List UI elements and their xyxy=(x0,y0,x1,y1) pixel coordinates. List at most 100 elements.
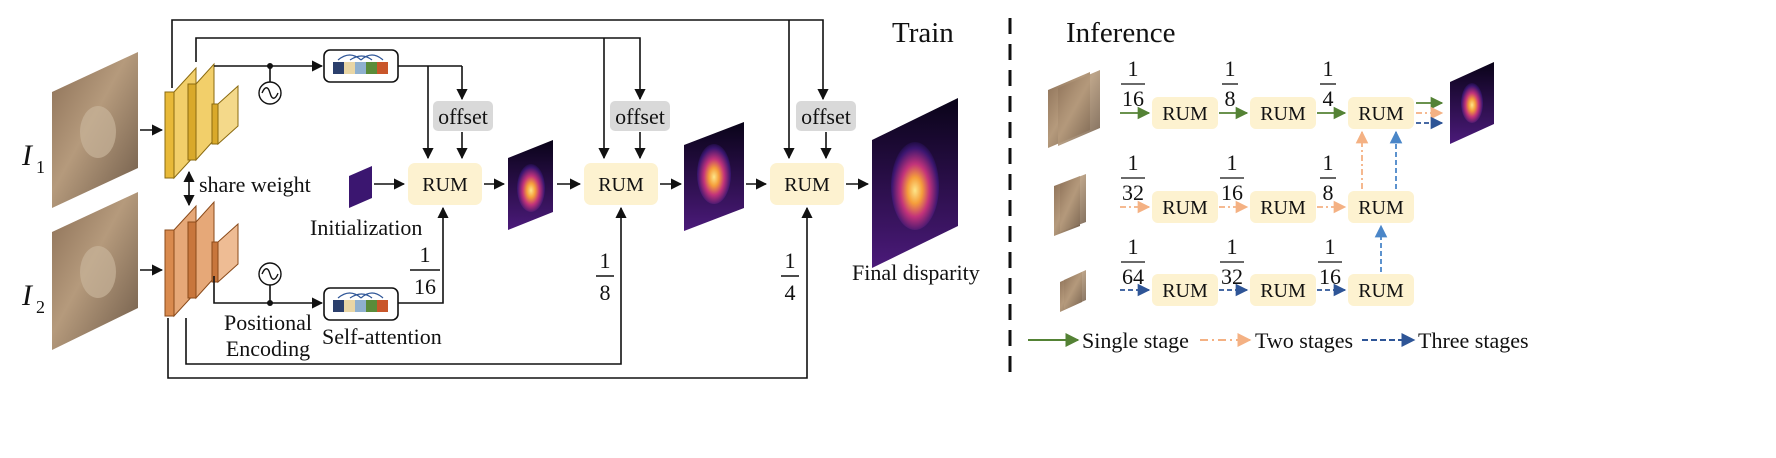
svg-text:offset: offset xyxy=(438,104,488,129)
svg-text:RUM: RUM xyxy=(784,174,830,196)
svg-text:1: 1 xyxy=(1227,234,1238,259)
svg-text:I: I xyxy=(21,279,34,312)
svg-text:offset: offset xyxy=(801,104,851,129)
svg-text:4: 4 xyxy=(1323,86,1334,111)
svg-text:Three stages: Three stages xyxy=(1418,328,1529,353)
svg-text:RUM: RUM xyxy=(1358,103,1404,125)
initialization-map xyxy=(349,166,372,208)
inference-input-row-3 xyxy=(1060,270,1086,312)
input-image-1 xyxy=(52,52,138,208)
inference-fraction-r2-2: 116 xyxy=(1220,150,1244,205)
svg-text:16: 16 xyxy=(1221,180,1243,205)
svg-text:1: 1 xyxy=(1323,56,1334,81)
legend-two-stages: Two stages xyxy=(1200,328,1353,353)
svg-text:1: 1 xyxy=(420,242,431,267)
encoder1-skip-lines xyxy=(171,19,829,160)
final-disparity-map xyxy=(872,98,958,268)
inference-rum-r3c1: RUM xyxy=(1152,274,1218,306)
input-label-1: I 1 xyxy=(21,139,45,177)
svg-text:RUM: RUM xyxy=(598,174,644,196)
inference-rum-r1c2: RUM xyxy=(1250,97,1316,129)
disparity-map-2 xyxy=(684,122,744,231)
inference-fraction-r3-3: 116 xyxy=(1318,234,1342,289)
encoder2-lines xyxy=(167,206,813,379)
junction-dot xyxy=(267,300,273,306)
svg-text:Two stages: Two stages xyxy=(1255,328,1353,353)
svg-text:RUM: RUM xyxy=(422,174,468,196)
inference-fraction-r2-3: 18 xyxy=(1320,150,1336,205)
svg-text:RUM: RUM xyxy=(1162,197,1208,219)
train-fraction-1-4: 1 4 xyxy=(781,248,799,305)
svg-text:RUM: RUM xyxy=(1260,103,1306,125)
rum-block-2: RUM xyxy=(584,163,658,205)
inference-rum-r1c3: RUM xyxy=(1348,97,1414,129)
rum-block-3: RUM xyxy=(770,163,844,205)
svg-text:Single stage: Single stage xyxy=(1082,328,1189,353)
offset-box-3: offset xyxy=(796,101,856,131)
svg-text:1: 1 xyxy=(600,248,611,273)
inference-rum-r2c1: RUM xyxy=(1152,191,1218,223)
svg-text:Positional: Positional xyxy=(224,310,312,335)
junction-dot xyxy=(267,63,273,69)
inference-rum-r2c3: RUM xyxy=(1348,191,1414,223)
svg-text:RUM: RUM xyxy=(1358,280,1404,302)
encoder-2 xyxy=(164,200,239,318)
svg-text:Encoding: Encoding xyxy=(226,336,310,361)
inference-title: Inference xyxy=(1066,17,1175,49)
inference-row2-arrows xyxy=(1120,130,1369,214)
inference-rum-r2c2: RUM xyxy=(1250,191,1316,223)
svg-text:32: 32 xyxy=(1221,264,1243,289)
svg-text:RUM: RUM xyxy=(1260,197,1306,219)
svg-text:32: 32 xyxy=(1122,180,1144,205)
initialization-label: Initialization xyxy=(310,215,422,240)
svg-text:16: 16 xyxy=(1319,264,1341,289)
inference-output-disparity xyxy=(1450,62,1494,144)
svg-text:I: I xyxy=(21,139,34,172)
input-image-2 xyxy=(52,192,138,350)
inference-fraction-r3-2: 132 xyxy=(1220,234,1244,289)
encoder-1 xyxy=(164,62,239,180)
svg-text:64: 64 xyxy=(1122,264,1144,289)
svg-text:RUM: RUM xyxy=(1162,280,1208,302)
positional-encoding-icon-bottom xyxy=(258,262,282,286)
self-attention-label: Self-attention xyxy=(322,324,442,349)
train-fraction-1-16: 1 16 xyxy=(410,242,440,299)
svg-text:8: 8 xyxy=(1323,180,1334,205)
inference-rum-r3c3: RUM xyxy=(1348,274,1414,306)
inference-fraction-r1-2: 18 xyxy=(1222,56,1238,111)
inference-fraction-r1-3: 14 xyxy=(1320,56,1336,111)
self-attention-block-top xyxy=(323,49,399,83)
svg-text:1: 1 xyxy=(1227,150,1238,175)
inference-rum-r3c2: RUM xyxy=(1250,274,1316,306)
svg-text:1: 1 xyxy=(1128,56,1139,81)
svg-text:1: 1 xyxy=(1325,234,1336,259)
offset-to-rum-arrows xyxy=(456,132,832,160)
svg-text:4: 4 xyxy=(785,280,796,305)
rum-block-1: RUM xyxy=(408,163,482,205)
svg-text:16: 16 xyxy=(414,274,436,299)
svg-text:offset: offset xyxy=(615,104,665,129)
svg-text:8: 8 xyxy=(600,280,611,305)
inference-rum-r1c1: RUM xyxy=(1152,97,1218,129)
inference-fraction-r1-1: 116 xyxy=(1121,56,1145,111)
positional-encoding-icon-top xyxy=(258,81,282,105)
input-label-2: I 2 xyxy=(21,279,45,317)
svg-text:RUM: RUM xyxy=(1260,280,1306,302)
svg-text:1: 1 xyxy=(1225,56,1236,81)
inference-fraction-r3-1: 164 xyxy=(1121,234,1145,289)
legend-three-stages: Three stages xyxy=(1362,328,1529,353)
svg-text:1: 1 xyxy=(1323,150,1334,175)
inference-fraction-r2-1: 132 xyxy=(1121,150,1145,205)
svg-text:2: 2 xyxy=(36,297,45,317)
svg-text:16: 16 xyxy=(1122,86,1144,111)
inference-row1-arrows xyxy=(1120,96,1444,120)
svg-text:1: 1 xyxy=(785,248,796,273)
svg-text:1: 1 xyxy=(36,157,45,177)
svg-text:RUM: RUM xyxy=(1162,103,1208,125)
share-weight-label: share weight xyxy=(199,172,311,197)
inference-input-row-2 xyxy=(1054,174,1086,236)
train-fraction-1-8: 1 8 xyxy=(596,248,614,305)
offset-box-1: offset xyxy=(433,101,493,131)
offset-box-2: offset xyxy=(610,101,670,131)
